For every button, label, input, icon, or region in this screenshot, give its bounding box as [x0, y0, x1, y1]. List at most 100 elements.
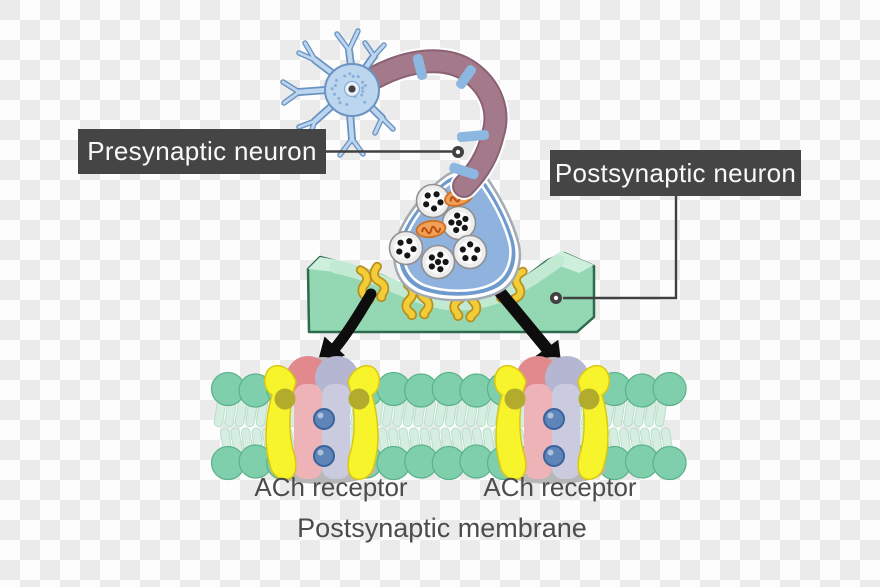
dendrite-branch: [372, 43, 386, 58]
dendrite-branch: [282, 90, 301, 105]
ach-receptor-caption-right: ACh receptor: [483, 472, 637, 502]
mitochondrion: [415, 219, 447, 239]
ion: [543, 445, 565, 467]
ach-molecule: [467, 241, 474, 248]
receptor-yellow-subunit: [264, 364, 297, 481]
axon: [376, 53, 495, 186]
ach-molecule: [462, 215, 469, 223]
myelin-bands: [412, 54, 490, 180]
ach-receptor: [494, 356, 610, 484]
soma-speckle: [363, 100, 367, 104]
soma-speckle: [361, 89, 365, 93]
soma-speckle: [345, 103, 349, 107]
ion-highlight: [547, 412, 554, 419]
channel-protein: [371, 263, 388, 301]
postsynaptic-leader-line: [563, 196, 678, 300]
dendrite-branch: [363, 41, 376, 58]
neuron-soma: [280, 28, 396, 158]
myelin-band: [412, 54, 428, 80]
myelin-band: [449, 162, 479, 180]
ach-molecule: [428, 263, 435, 270]
ach-molecule: [437, 251, 444, 258]
ach-molecule: [396, 248, 403, 255]
dendrite-branch: [303, 41, 317, 62]
dendrite-branch: [380, 116, 395, 131]
ion: [313, 408, 335, 430]
ach-molecule: [474, 246, 481, 253]
dendrite-branch: [373, 116, 384, 135]
synaptic-vesicle: [388, 230, 424, 266]
synaptic-vesicle: [441, 205, 477, 241]
soma-speckle: [348, 72, 352, 76]
ach-receptor: [264, 356, 380, 484]
ach-molecule: [404, 252, 411, 259]
synaptic-vesicle: [420, 244, 456, 280]
synaptic-vesicles: [388, 183, 488, 280]
receptor-yellow-subunit: [494, 364, 527, 481]
soma-speckle: [338, 101, 342, 105]
ion-highlight: [317, 449, 324, 456]
dendrite-branch: [335, 32, 351, 52]
ion-highlight: [317, 412, 324, 419]
ach-receptors: [264, 356, 610, 484]
soma-speckle: [330, 87, 334, 91]
ach-molecule: [406, 238, 413, 245]
synaptic-vesicle: [415, 183, 451, 219]
soma-speckle: [360, 93, 364, 97]
soma-speckle: [337, 96, 341, 100]
ion: [543, 408, 565, 430]
soma-speckle: [335, 78, 339, 82]
ach-molecule: [471, 255, 478, 262]
soma-speckle: [361, 86, 364, 90]
lipid-head: [652, 445, 687, 481]
postsynaptic-neuron-label: Postsynaptic neuron: [550, 150, 801, 196]
myelin-band: [456, 65, 476, 89]
myelin-band: [456, 129, 490, 143]
nucleolus: [348, 85, 356, 93]
ach-molecule: [397, 239, 404, 246]
soma-speckle: [343, 74, 347, 78]
zoom-arrow-left-shaft: [330, 288, 377, 353]
synaptic-vesicle: [452, 234, 488, 270]
ach-molecule: [437, 266, 444, 273]
soma-speckle: [351, 74, 355, 78]
postsynaptic-membrane-caption: Postsynaptic membrane: [297, 513, 587, 543]
postsynaptic-leader-dot-center: [553, 295, 559, 301]
soma-speckle: [363, 83, 367, 87]
dendrites: [280, 28, 396, 158]
dendrite-branch: [297, 119, 317, 129]
soma-speckle: [333, 92, 337, 96]
zoom-arrow-right-shaft: [494, 286, 554, 356]
yellow-subunit-site: [274, 388, 296, 410]
ach-molecule: [461, 224, 468, 231]
ach-molecule: [455, 219, 463, 227]
soma-speckle: [333, 83, 337, 87]
ach-molecule: [433, 191, 440, 198]
yellow-subunit-site: [578, 388, 600, 410]
mitochondrion-cristae: [421, 225, 442, 235]
ion-highlight: [547, 449, 554, 456]
soma-speckle: [361, 80, 365, 84]
ach-molecule: [428, 254, 435, 261]
ach-molecule: [459, 246, 466, 253]
dendrite-branch: [297, 51, 317, 62]
presynaptic-leader-dot-center: [455, 149, 461, 155]
ach-molecule: [437, 199, 444, 206]
ach-molecule: [448, 219, 455, 226]
dendrite-branch: [281, 80, 301, 94]
receptor-yellow-subunit: [347, 364, 380, 481]
ach-molecule: [410, 245, 417, 253]
ach-molecule: [453, 226, 460, 234]
dendrite-branch: [347, 29, 360, 52]
dendrite-trunk: [347, 110, 355, 142]
lipid-head: [652, 371, 687, 407]
presynaptic-neuron-label: Presynaptic neuron: [78, 129, 326, 174]
ach-molecule: [454, 212, 461, 219]
leader-lines: [326, 146, 678, 304]
ach-molecule: [423, 201, 430, 208]
receptor-yellow-subunit: [577, 364, 610, 481]
ach-molecule: [430, 205, 438, 212]
yellow-subunit-site: [504, 388, 526, 410]
